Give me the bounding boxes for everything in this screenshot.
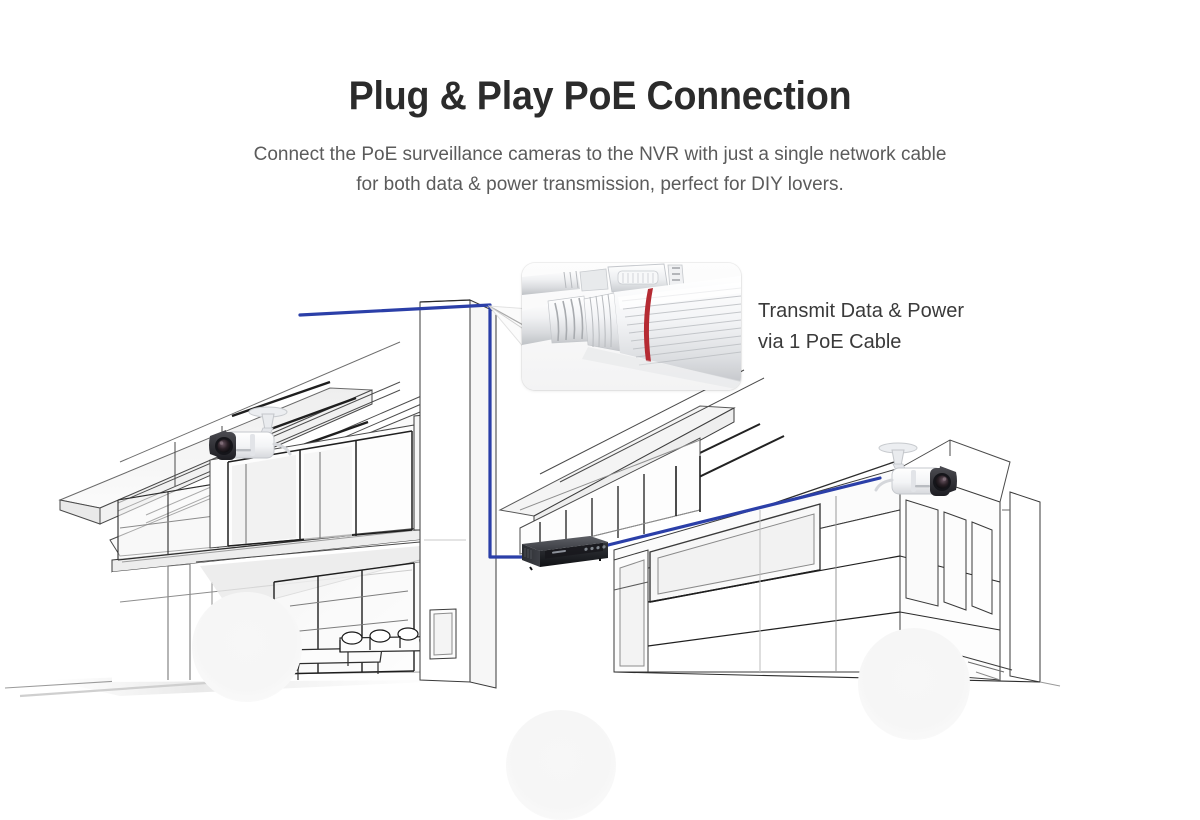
- page-subtitle: Connect the PoE surveillance cameras to …: [170, 140, 1030, 200]
- subtitle-line-2: for both data & power transmission, perf…: [356, 174, 844, 195]
- callout-line-1: Transmit Data & Power: [758, 300, 964, 322]
- subtitle-line-1: Connect the PoE surveillance cameras to …: [253, 144, 947, 165]
- poe-bullet-camera-left[interactable]: [200, 392, 300, 482]
- poe-connection-infographic: Plug & Play PoE Connection Connect the P…: [0, 74, 1200, 820]
- callout-label: Transmit Data & Power via 1 PoE Cable: [758, 296, 1058, 358]
- poe-cable-photo: [522, 263, 741, 390]
- diagram-scene: [0, 210, 1200, 820]
- halo-nvr: [506, 710, 616, 820]
- house-line-art: [4, 299, 1061, 698]
- cable-nvr-to-right-camera: [598, 476, 882, 549]
- poe-bullet-camera-right[interactable]: [866, 428, 966, 518]
- poe-nvr-recorder[interactable]: [512, 524, 612, 586]
- cable-red-band: [643, 288, 653, 362]
- poe-cable-closeup-card[interactable]: [522, 263, 741, 390]
- callout-line-2: via 1 PoE Cable: [758, 331, 902, 353]
- page-title: Plug & Play PoE Connection: [348, 74, 852, 118]
- halo-right-camera: [858, 628, 970, 740]
- halo-left-camera: [192, 592, 302, 702]
